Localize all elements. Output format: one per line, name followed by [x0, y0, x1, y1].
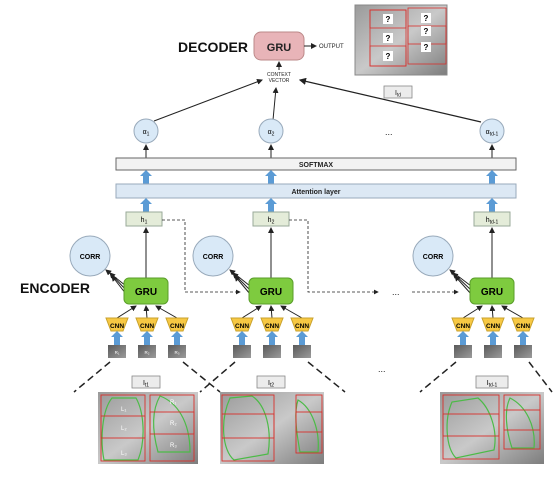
cnn-label-1b: CNN — [140, 323, 154, 330]
cnn-label-3c: CNN — [516, 323, 530, 330]
cnn-label-1c: CNN — [170, 323, 184, 330]
softmax-label: SOFTMAX — [299, 162, 334, 169]
svg-text:α2: α2 — [268, 129, 275, 138]
region-left-3: L₃ — [121, 451, 127, 457]
decoder-image: ? ? ? ? ? ? — [354, 4, 448, 76]
softmax-bar — [115, 157, 517, 171]
hidden-state-3: htd-1 — [473, 211, 511, 227]
region-left-2: L₂ — [121, 426, 127, 432]
gru-label-2: GRU — [260, 287, 282, 298]
corr-label-3: CORR — [423, 254, 444, 261]
gru-box-2 — [248, 277, 294, 305]
question-mark-1: ? — [386, 15, 391, 24]
alpha2-to-context-arrow — [272, 87, 279, 121]
question-mark-5: ? — [424, 43, 429, 52]
hidden-state-2: h2 — [252, 211, 290, 227]
cnn-label-3a: CNN — [456, 323, 470, 330]
ellipsis-images: ... — [378, 364, 386, 374]
image-label-2: It2 — [268, 380, 274, 389]
recurrent-dashed-2 — [289, 219, 379, 295]
patch-label-2: R₂ — [145, 350, 150, 355]
gru-box-3 — [469, 277, 515, 305]
corr-label-1: CORR — [80, 254, 101, 261]
alpha3-to-context-arrow — [298, 77, 482, 123]
gru-box-1 — [123, 277, 169, 305]
svg-text:α1: α1 — [143, 129, 150, 138]
patch-label-1: R₁ — [115, 350, 120, 355]
gru-label-3: GRU — [481, 287, 503, 298]
question-mark-2: ? — [424, 14, 429, 23]
decoder-output-label: OUTPUT — [319, 44, 344, 50]
corr-label-2: CORR — [203, 254, 224, 261]
attention-layer-bar — [115, 183, 517, 199]
attention-layer-label: Attention layer — [291, 189, 340, 196]
svg-text:h2: h2 — [268, 217, 275, 226]
context-vector-label-2: VECTOR — [269, 78, 290, 84]
cnn-label-1a: CNN — [110, 323, 124, 330]
gru-label-1: GRU — [135, 287, 157, 298]
cnn-label-3b: CNN — [486, 323, 500, 330]
encoder-title: ENCODER — [20, 280, 90, 296]
decoder-title: DECODER — [178, 39, 248, 55]
image-label-box-3 — [475, 375, 509, 389]
encoder-column-1: CORR GRU CNN CNN CNN R₁ R₂ R₃ It1 — [69, 227, 221, 464]
context-vector-label-1: CONTEXT — [267, 72, 291, 78]
question-mark-3: ? — [386, 34, 391, 43]
cnn-label-2c: CNN — [295, 323, 309, 330]
recurrent-dashed-1 — [162, 219, 241, 295]
alpha-circle-1: α1 — [133, 118, 159, 144]
question-mark-4: ? — [424, 27, 429, 36]
patch-label-3: R₃ — [174, 350, 179, 355]
svg-text:h1: h1 — [141, 217, 148, 226]
encoder-column-2: CORR GRU CNN CNN CNN It2 — [192, 227, 346, 464]
encoder-column-3: CORR GRU CNN CNN CNN Itd-1 — [412, 227, 553, 464]
region-left-1: L₁ — [121, 407, 126, 413]
svg-text:αtd-1: αtd-1 — [486, 129, 499, 138]
region-right-2: R₂ — [170, 421, 177, 427]
xray-image-1 — [98, 392, 198, 464]
xray-image-3 — [440, 392, 544, 464]
svg-text:htd-1: htd-1 — [486, 217, 499, 226]
hidden-to-attention-arrows — [140, 198, 498, 212]
image-label-box-2 — [256, 375, 286, 389]
decoder-image-label: Itd — [395, 90, 401, 99]
alpha1-to-context-arrow — [153, 78, 263, 122]
region-right-3: R₃ — [170, 443, 177, 449]
hidden-state-1: h1 — [125, 211, 163, 227]
corr-circle-3 — [412, 235, 454, 277]
attention-to-softmax-arrows — [140, 170, 498, 184]
image-label-1: It1 — [143, 380, 149, 389]
ellipsis-gru: ... — [392, 287, 400, 297]
decoder-image-label-box — [383, 85, 413, 99]
image-label-box-1 — [131, 375, 161, 389]
image-label-3: Itd-1 — [487, 380, 498, 389]
region-right-1: R₁ — [170, 400, 176, 406]
corr-circle-2 — [192, 235, 234, 277]
ellipsis-alpha: ... — [385, 127, 393, 137]
cnn-label-2a: CNN — [235, 323, 249, 330]
decoder-gru-label: GRU — [267, 42, 292, 54]
corr-circle-1 — [69, 235, 111, 277]
alpha-circle-3: αtd-1 — [479, 118, 505, 144]
question-mark-6: ? — [386, 52, 391, 61]
alpha-circle-2: α2 — [258, 118, 284, 144]
cnn-label-2b: CNN — [265, 323, 279, 330]
